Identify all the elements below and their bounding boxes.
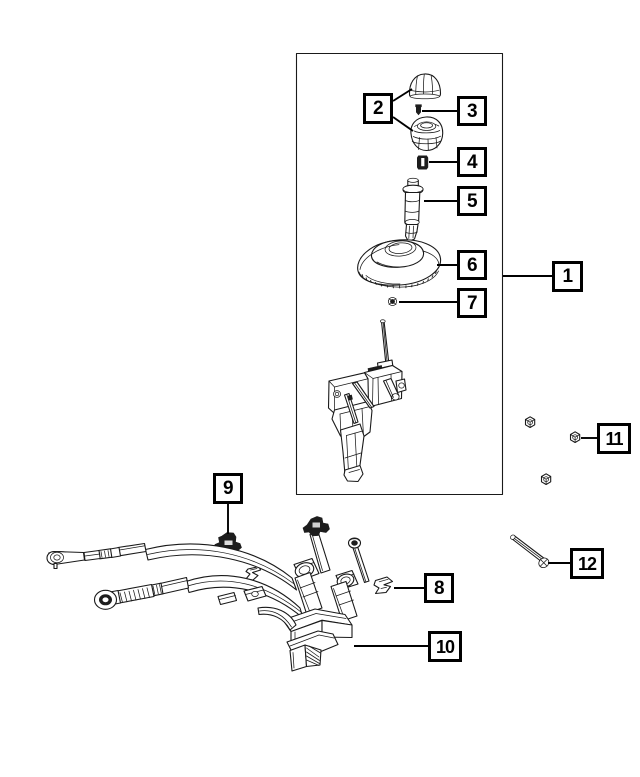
callout-4[interactable]: 4	[457, 147, 487, 177]
callout-6-label: 6	[466, 254, 478, 276]
callout-7-label: 7	[466, 292, 478, 314]
callout-2[interactable]: 2	[363, 93, 393, 124]
gearshift-cable-assembly-part	[46, 516, 370, 672]
callout-6[interactable]: 6	[457, 250, 487, 280]
leader-lines	[227, 88, 597, 647]
boot-screw-part	[388, 297, 397, 306]
callout-8-label: 8	[433, 577, 445, 599]
knob-screw-part	[415, 104, 422, 116]
callout-9[interactable]: 9	[213, 473, 243, 504]
callout-8[interactable]: 8	[424, 573, 454, 603]
shift-knob-cap-part	[408, 73, 442, 100]
callout-5-label: 5	[466, 190, 478, 212]
callout-10[interactable]: 10	[428, 631, 462, 662]
cable-retainer-clip-installed	[245, 565, 262, 581]
callout-9-label: 9	[222, 478, 234, 499]
shift-knob-body-part	[410, 116, 444, 152]
callout-11[interactable]: 11	[597, 423, 631, 454]
mounting-nuts-part	[524, 416, 581, 486]
callout-11-label: 11	[605, 428, 623, 449]
callout-1[interactable]: 1	[552, 261, 583, 292]
cable-retainer-clip-part	[373, 576, 394, 595]
callout-12[interactable]: 12	[570, 548, 604, 579]
mounting-bolt-part	[510, 534, 550, 568]
mounting-nut-middle	[569, 431, 581, 444]
callout-5[interactable]: 5	[457, 186, 487, 216]
callout-10-label: 10	[435, 636, 455, 657]
callout-1-label: 1	[562, 266, 573, 287]
shift-boot-bezel-part	[357, 239, 442, 289]
callout-12-label: 12	[577, 553, 597, 574]
mounting-nut-lower	[540, 473, 552, 486]
mounting-nut-upper	[524, 416, 536, 429]
knob-retainer-clip-part	[417, 155, 429, 170]
callout-2-label: 2	[372, 98, 384, 119]
callout-3[interactable]: 3	[457, 96, 487, 126]
callout-7[interactable]: 7	[457, 288, 487, 318]
gearshift-housing-mechanism-part	[327, 319, 407, 483]
callout-3-label: 3	[466, 100, 478, 122]
callout-4-label: 4	[466, 151, 478, 173]
shift-lever-shaft-part	[402, 177, 424, 243]
